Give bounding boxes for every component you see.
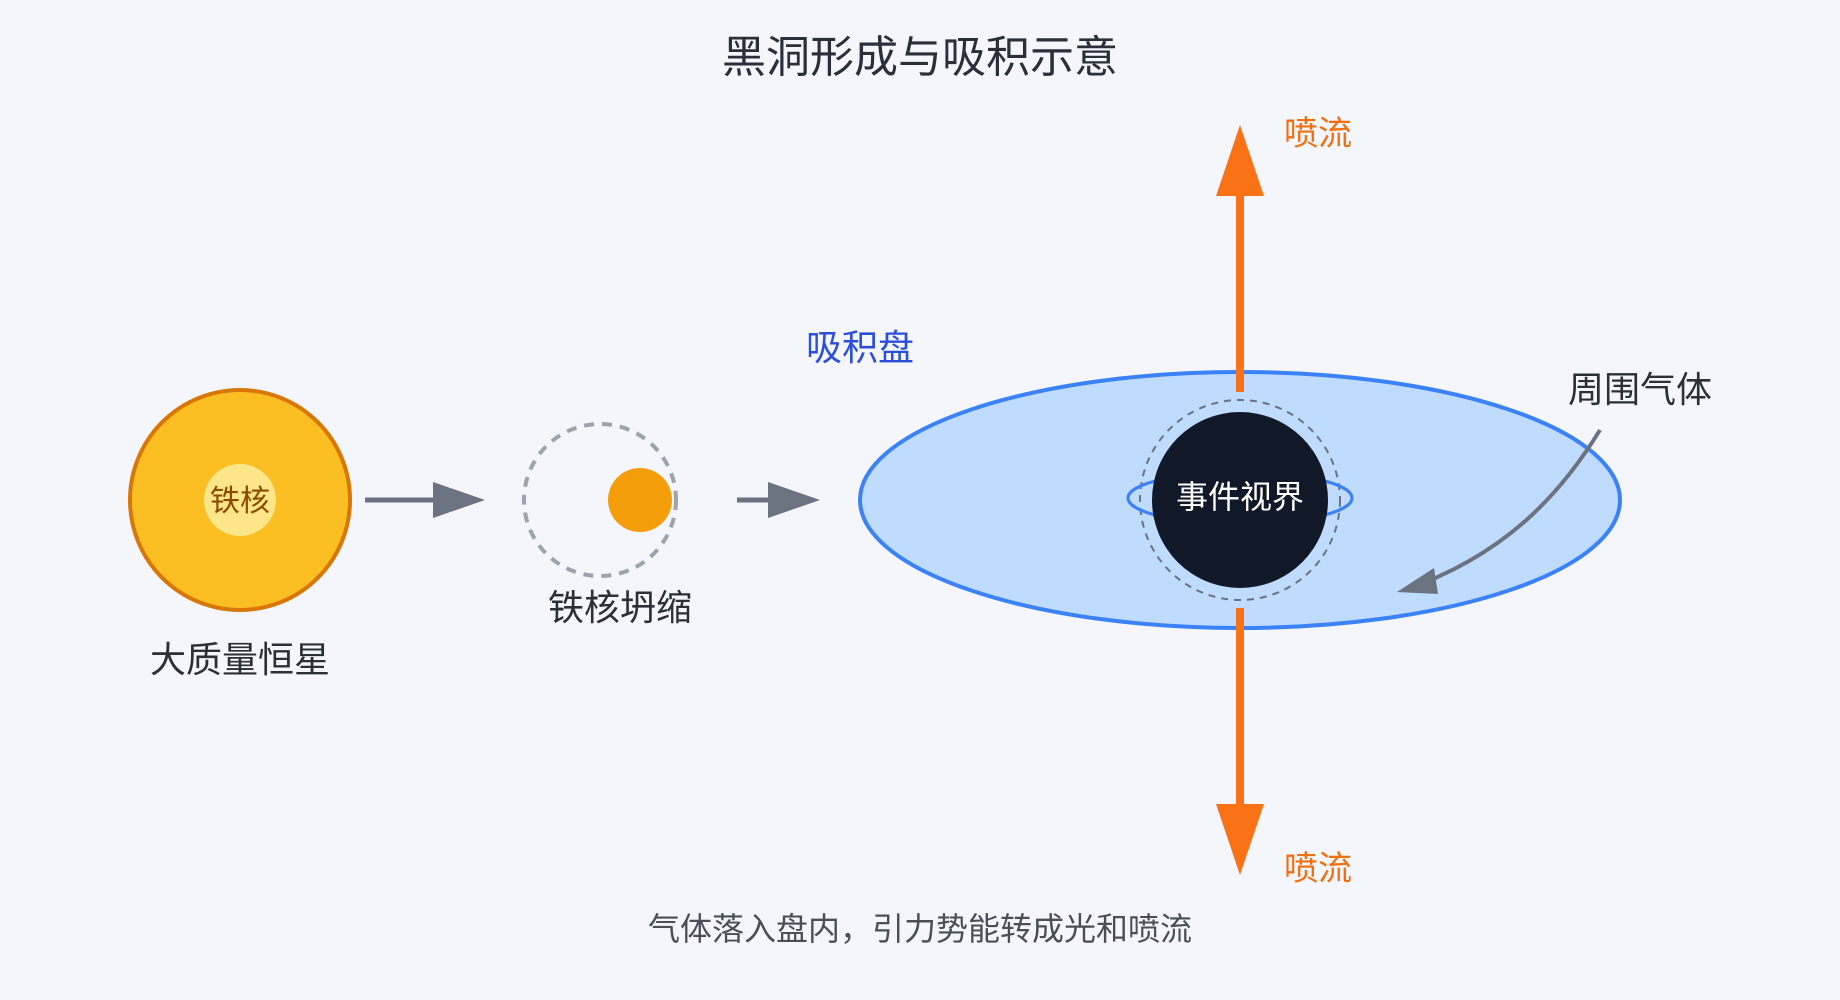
core-collapse: 铁核坍缩 — [522, 422, 692, 629]
caption: 气体落入盘内，引力势能转成光和喷流 — [648, 910, 1192, 948]
collapse-label: 铁核坍缩 — [548, 588, 692, 629]
arrow-collapse-to-blackhole — [737, 482, 820, 518]
disk-label: 吸积盘 — [806, 328, 914, 369]
event-horizon — [1152, 412, 1328, 588]
iron-core — [204, 464, 276, 536]
arrow-star-to-collapse — [365, 482, 485, 518]
gas-inflow-arrowhead — [1397, 568, 1438, 594]
photon-sphere-dashed — [1139, 399, 1341, 601]
collapsed-core — [608, 468, 672, 532]
jet-top-label: 喷流 — [1284, 114, 1352, 154]
jet-bottom-label: 喷流 — [1284, 849, 1352, 889]
event-horizon-label: 事件视界 — [1176, 478, 1304, 516]
jet-top: 喷流 — [1216, 114, 1352, 392]
surrounding-gas: 周围气体 — [1397, 370, 1712, 594]
massive-star: 铁核 大质量恒星 — [128, 388, 352, 681]
jet-bottom: 喷流 — [1216, 608, 1352, 889]
star-label: 大质量恒星 — [150, 640, 330, 681]
gas-label: 周围气体 — [1568, 370, 1712, 411]
collapse-outline — [522, 422, 678, 578]
black-hole: 事件视界 — [1126, 399, 1354, 601]
page-title: 黑洞形成与吸积示意 — [722, 32, 1118, 83]
iron-core-label: 铁核 — [210, 484, 270, 519]
gas-inflow-arrow — [1404, 428, 1602, 592]
